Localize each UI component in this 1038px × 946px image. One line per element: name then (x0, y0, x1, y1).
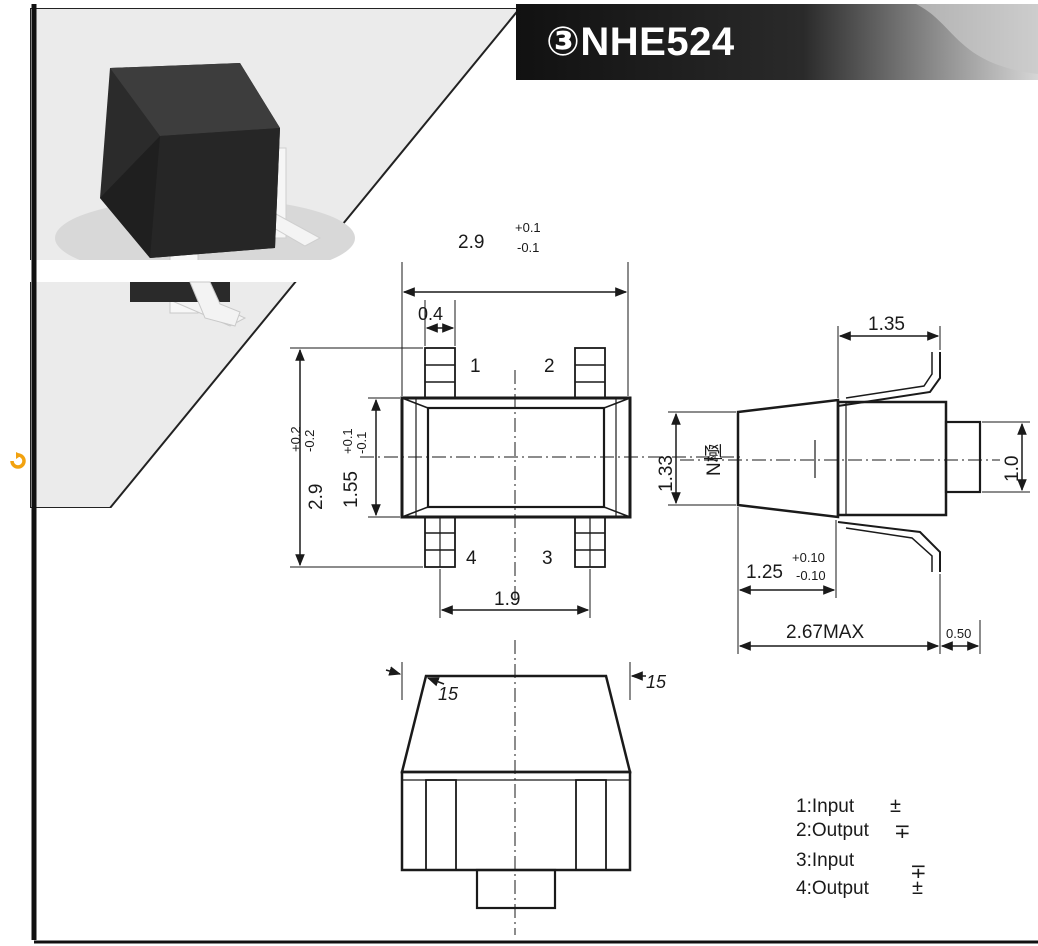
dim-overall-height: 2.9 (306, 484, 327, 510)
end-view-labels: 15 15 (438, 672, 667, 704)
dim-top-width: 2.9 (458, 232, 484, 253)
dim-side-top: 1.35 (868, 314, 905, 335)
legend-symbol-4: ± (912, 877, 923, 899)
dim-side-tab: 1.0 (1002, 456, 1023, 482)
refresh-icon[interactable] (8, 452, 28, 472)
dim-overall-height-tol-minus: -0.2 (302, 430, 317, 452)
pin-1-label: 1 (470, 356, 481, 377)
dim-side-base: 1.25 (746, 562, 783, 583)
pin-3-label: 3 (542, 548, 553, 569)
legend-symbol-2: ∓ (894, 821, 911, 843)
top-view-labels: 2.9 +0.1 -0.1 0.4 1 2 4 3 1.9 2.9 +0.2 -… (288, 220, 555, 610)
dim-side-body: 1.33 (656, 455, 677, 492)
legend-label-1: 1:Input (796, 796, 855, 817)
component-photo (30, 8, 522, 508)
pin-4-label: 4 (466, 548, 477, 569)
side-view-labels: 1.35 1.33 N極 1.0 1.25 +0.10 -0.10 2.67MA… (656, 314, 1023, 643)
legend-label-3: 3:Input (796, 850, 855, 871)
dim-angle-right: 15 (646, 672, 667, 692)
dim-pitch: 1.9 (494, 589, 520, 610)
dim-side-total: 2.67MAX (786, 622, 864, 643)
legend-symbol-3: ∓ (910, 861, 927, 883)
dim-top-width-tol-plus: +0.1 (515, 220, 541, 235)
part-number-title: ③NHE524 (546, 20, 735, 64)
dim-side-base-tol-plus: +0.10 (792, 550, 825, 565)
dim-angle-left: 15 (438, 684, 459, 704)
side-view (668, 326, 1030, 654)
page-frame (31, 4, 1038, 944)
dim-side-lead: 0.50 (946, 626, 971, 641)
pin-2-label: 2 (544, 356, 555, 377)
dim-top-width-tol-minus: -0.1 (517, 240, 539, 255)
end-view (385, 640, 646, 935)
dim-overall-height-tol-plus: +0.2 (288, 426, 303, 452)
pole-label: N極 (703, 443, 725, 476)
dim-body-height: 1.55 (341, 471, 362, 508)
dim-lead-width: 0.4 (418, 304, 443, 324)
dim-body-height-tol-plus: +0.1 (340, 428, 355, 454)
dim-side-base-tol-minus: -0.10 (796, 568, 826, 583)
dim-body-height-tol-minus: -0.1 (354, 432, 369, 454)
pin-legend: 1:Input ± 2:Output ∓ 3:Input ∓ 4:Output … (796, 795, 927, 899)
title-banner (516, 4, 1038, 80)
legend-label-2: 2:Output (796, 820, 870, 841)
legend-label-4: 4:Output (796, 878, 870, 899)
legend-symbol-1: ± (890, 795, 901, 817)
